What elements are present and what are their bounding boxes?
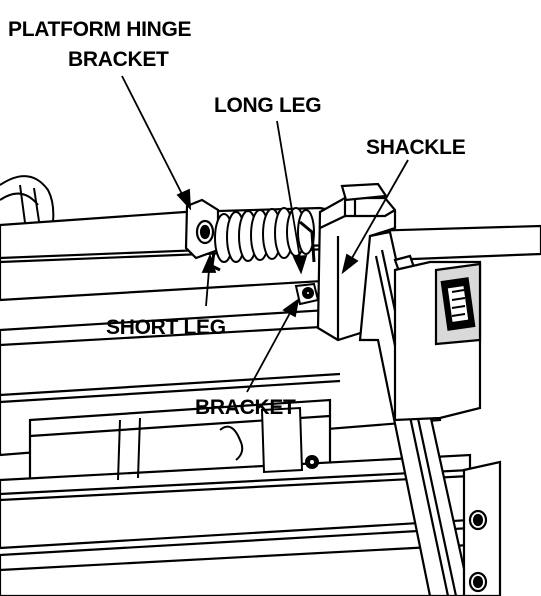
platform-hinge-bracket [184,198,220,260]
callout-labels: PLATFORM HINGE BRACKET LONG LEG SHACKLE … [8,18,466,419]
short-leg-label: SHORT LEG [106,316,226,339]
bracket-label: BRACKET [195,396,296,419]
platform-frame [0,206,472,596]
platform-hinge-label-line2: BRACKET [68,48,169,71]
leader-arrow-icon [292,254,308,275]
platform-hinge-label-line1: PLATFORM HINGE [8,18,192,41]
leader-arrow-icon [282,297,300,318]
leader-lines [121,75,409,393]
emblem-icon [440,277,476,331]
shackle-label: SHACKLE [366,136,466,159]
shackle [316,182,397,342]
leader-arrow-icon [341,253,359,275]
leader-arrow-icon [176,188,192,211]
long-leg-label: LONG LEG [214,94,321,117]
leader-arrow-icon [201,253,217,273]
support-plate [117,406,319,481]
right-panel [393,260,502,596]
